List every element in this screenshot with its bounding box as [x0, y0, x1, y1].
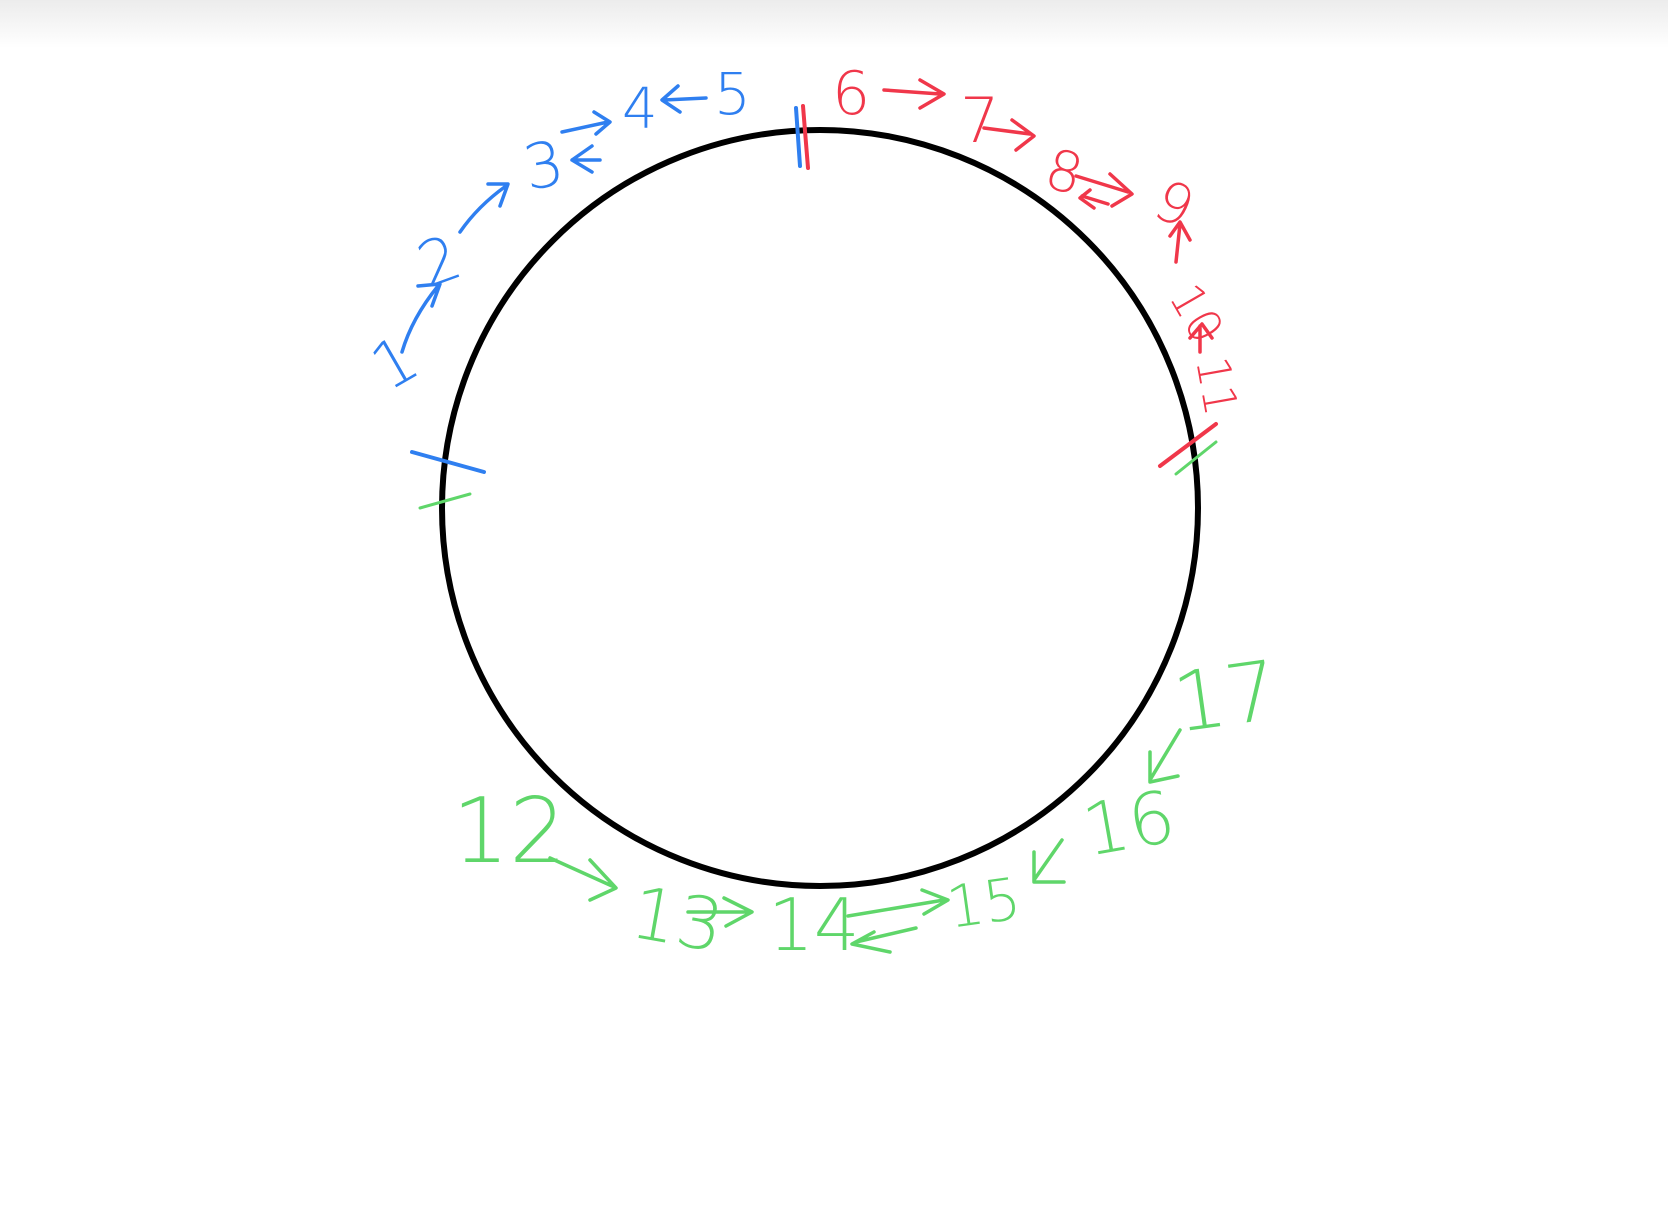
- label-11: 11: [1185, 353, 1248, 420]
- label-10: 10: [1158, 275, 1234, 353]
- label-14: 14: [768, 883, 860, 967]
- arrow-9-to-8: [1078, 188, 1110, 210]
- arrow-5-to-4: [660, 84, 708, 114]
- main-circle: [439, 127, 1201, 889]
- label-15: 15: [942, 864, 1025, 942]
- label-6: 6: [832, 59, 870, 129]
- arrow-1-to-2: [400, 282, 442, 354]
- label-13: 13: [625, 870, 730, 969]
- blue-sequence: 1 2 3 4 5: [359, 60, 751, 406]
- tick-marks: [410, 104, 1218, 510]
- arrow-13-to-14: [686, 896, 754, 928]
- arrow-6-to-7: [882, 78, 946, 110]
- label-4: 4: [622, 77, 658, 142]
- arrow-12-to-13: [548, 856, 618, 902]
- tick-right-green: [1174, 440, 1218, 476]
- arrow-8-to-9: [1074, 172, 1134, 208]
- label-12: 12: [452, 779, 567, 884]
- tick-left-blue: [410, 450, 486, 474]
- toolbar-shadow: [0, 0, 1668, 48]
- tick-top-blue: [794, 106, 802, 168]
- red-sequence: 6 7 8 9 10 11: [832, 59, 1249, 420]
- arrow-7-to-8: [982, 118, 1036, 152]
- arrow-4-to-3: [570, 144, 602, 174]
- label-1: 1: [359, 321, 431, 405]
- arrow-14-to-15: [846, 888, 950, 918]
- arrow-10-to-9: [1168, 220, 1192, 264]
- tick-top-red: [801, 104, 810, 170]
- green-arrows: [548, 728, 1182, 954]
- arrow-3-to-4: [560, 110, 612, 136]
- red-arrows: [882, 78, 1214, 354]
- tick-left-green: [418, 492, 472, 510]
- label-16: 16: [1076, 774, 1181, 873]
- arrow-16-to-15: [1032, 838, 1066, 884]
- arrow-11-to-10: [1188, 322, 1214, 354]
- label-5: 5: [714, 60, 751, 128]
- green-sequence: 12 13 14 15 16 17: [452, 643, 1284, 968]
- label-17: 17: [1168, 643, 1285, 752]
- label-3: 3: [518, 126, 570, 205]
- arrow-15-to-14: [850, 926, 918, 954]
- blue-arrows: [400, 84, 708, 354]
- arrow-2-to-3: [458, 182, 510, 234]
- label-7: 7: [960, 84, 999, 157]
- tick-right-red: [1158, 422, 1218, 468]
- arrow-17-to-16: [1148, 728, 1182, 784]
